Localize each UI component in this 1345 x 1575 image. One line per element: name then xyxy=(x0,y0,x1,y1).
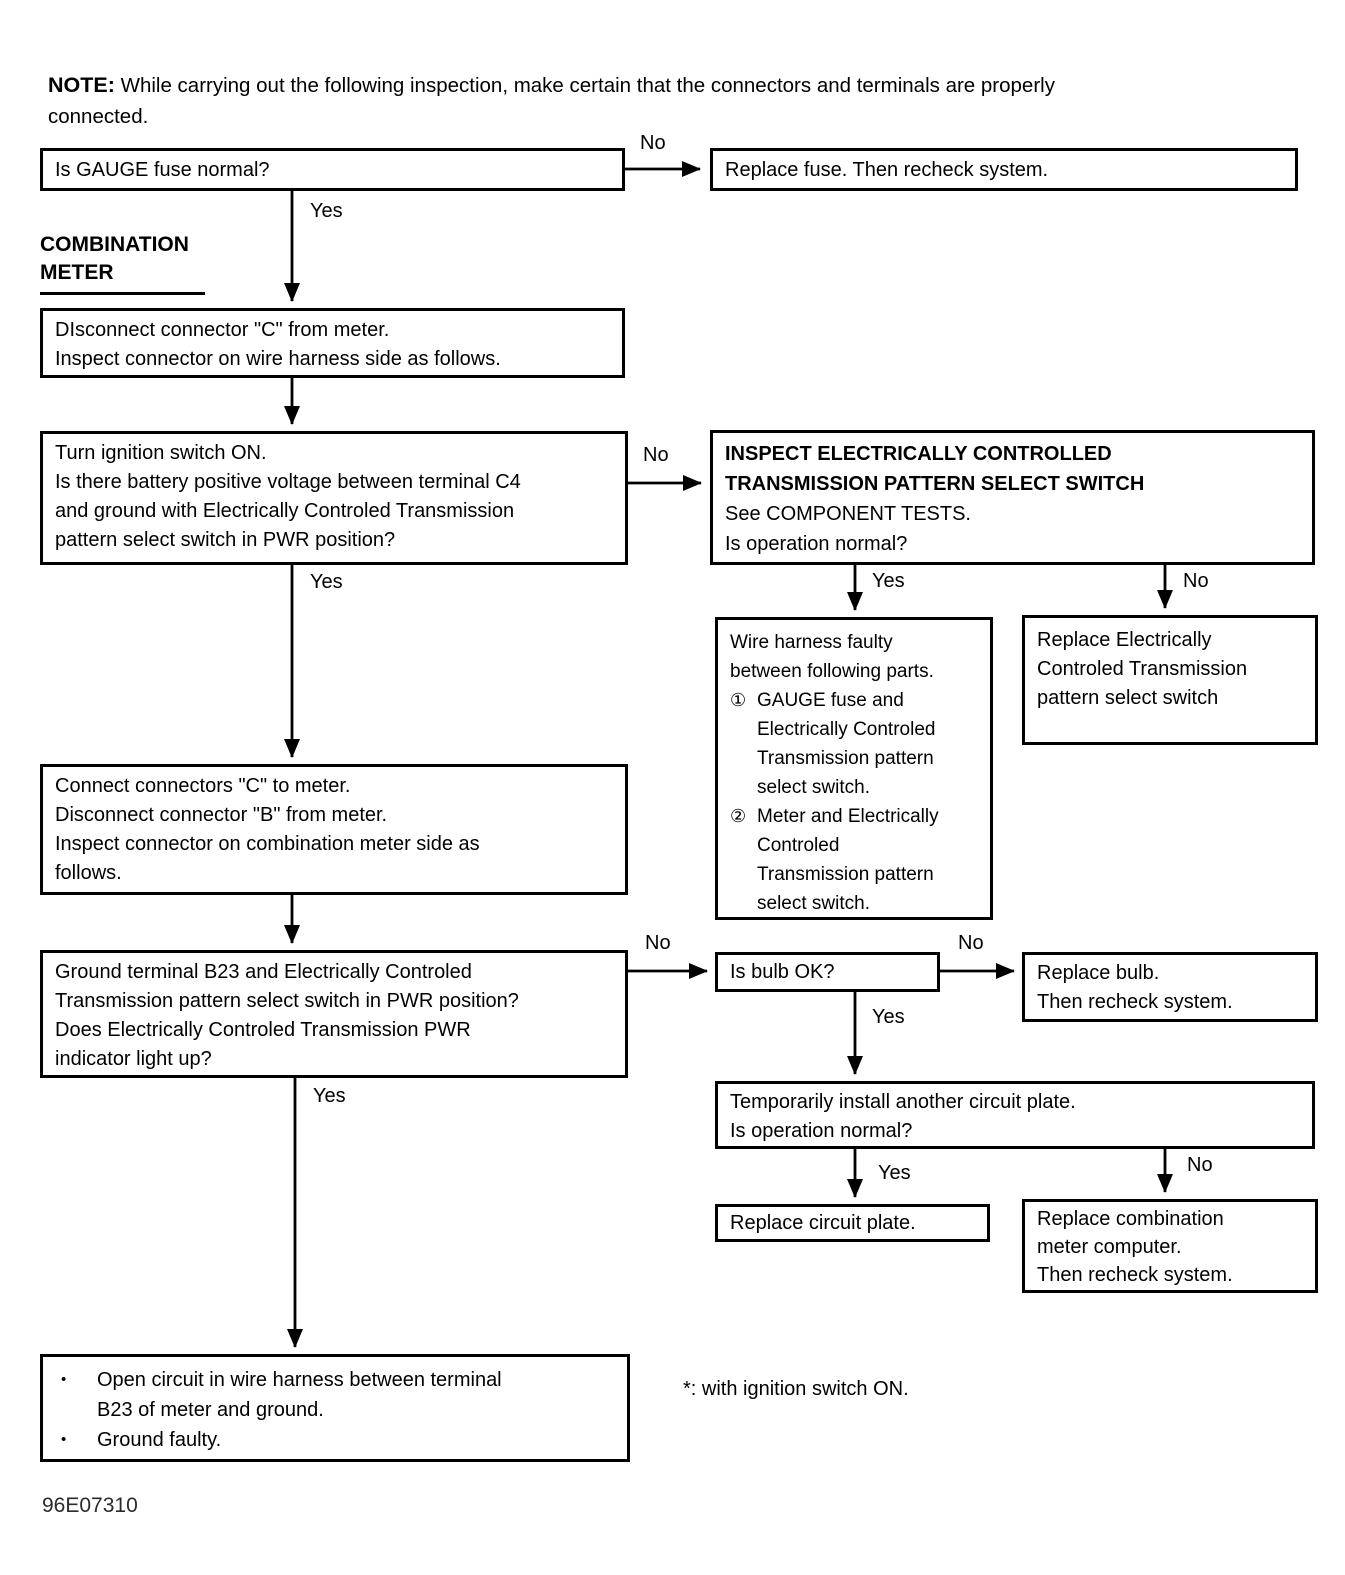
node-install-circuit-plate-question: Temporarily install another circuit plat… xyxy=(715,1081,1315,1149)
node-replace-ect-pattern-select-switch: Replace Electrically Controled Transmiss… xyxy=(1022,615,1318,745)
list-item: ① GAUGE fuse and Electrically Controled … xyxy=(730,686,978,802)
node-open-circuit-conclusion: • Open circuit in wire harness between t… xyxy=(40,1354,630,1462)
edge-label-no: No xyxy=(643,444,669,466)
node-text: Is GAUGE fuse normal? xyxy=(55,159,270,181)
node-text: Temporarily install another circuit plat… xyxy=(730,1091,1076,1142)
node-text: Ground terminal B23 and Electrically Con… xyxy=(55,961,519,1070)
edge-label-no: No xyxy=(640,132,666,154)
node-disconnect-connector-c: DIsconnect connector "C" from meter. Ins… xyxy=(40,308,625,378)
node-replace-combination-meter-computer: Replace combination meter computer. Then… xyxy=(1022,1199,1318,1293)
figure-id: 96E07310 xyxy=(42,1494,138,1517)
node-gauge-fuse-question: Is GAUGE fuse normal? xyxy=(40,148,625,191)
list-item: • Ground faulty. xyxy=(53,1425,617,1455)
edge-label-no: No xyxy=(1183,570,1209,592)
circled-number-1: ① xyxy=(730,690,747,710)
node-title: INSPECT ELECTRICALLY CONTROLLED TRANSMIS… xyxy=(725,443,1145,495)
bullet-icon: • xyxy=(61,1371,67,1388)
node-is-bulb-ok-question: Is bulb OK? xyxy=(715,952,940,992)
node-text: DIsconnect connector "C" from meter. Ins… xyxy=(55,319,501,370)
list-item: ② Meter and Electrically Controled Trans… xyxy=(730,802,978,918)
edge-label-yes: Yes xyxy=(310,200,343,222)
edge-label-yes: Yes xyxy=(313,1085,346,1107)
note-label: NOTE: xyxy=(48,73,115,97)
note-text: While carrying out the following inspect… xyxy=(48,74,1055,128)
node-replace-bulb: Replace bulb. Then recheck system. xyxy=(1022,952,1318,1022)
edge-label-yes: Yes xyxy=(872,1006,905,1028)
node-text: Replace combination meter computer. Then… xyxy=(1037,1208,1233,1286)
node-text: Replace bulb. Then recheck system. xyxy=(1037,962,1233,1013)
note-paragraph: NOTE: While carrying out the following i… xyxy=(48,70,1303,132)
edge-label-yes: Yes xyxy=(872,570,905,592)
node-replace-fuse: Replace fuse. Then recheck system. xyxy=(710,148,1298,191)
node-wire-harness-faulty: Wire harness faulty between following pa… xyxy=(715,617,993,920)
edge-label-yes: Yes xyxy=(878,1162,911,1184)
list-item: • Open circuit in wire harness between t… xyxy=(53,1365,617,1425)
asterisk-footnote: *: with ignition switch ON. xyxy=(683,1378,909,1400)
bullet-icon: • xyxy=(61,1431,67,1448)
node-replace-circuit-plate: Replace circuit plate. xyxy=(715,1204,990,1242)
node-ignition-voltage-question: Turn ignition switch ON. Is there batter… xyxy=(40,431,628,565)
node-text: Replace Electrically Controled Transmiss… xyxy=(1037,629,1248,709)
node-text: Is bulb OK? xyxy=(730,961,835,983)
node-intro: Wire harness faulty between following pa… xyxy=(730,632,934,682)
node-ground-terminal-b23-question: Ground terminal B23 and Electrically Con… xyxy=(40,950,628,1078)
edge-label-no: No xyxy=(645,932,671,954)
node-text: See COMPONENT TESTS. Is operation normal… xyxy=(725,503,971,555)
circled-number-2: ② xyxy=(730,806,747,826)
node-connect-connectors-c: Connect connectors "C" to meter. Disconn… xyxy=(40,764,628,895)
node-text: Turn ignition switch ON. Is there batter… xyxy=(55,442,521,551)
node-inspect-ect-pattern-select-switch: INSPECT ELECTRICALLY CONTROLLED TRANSMIS… xyxy=(710,430,1315,565)
node-text: Connect connectors "C" to meter. Disconn… xyxy=(55,775,480,884)
edge-label-yes: Yes xyxy=(310,571,343,593)
section-heading-combination-meter: COMBINATION METER xyxy=(40,231,205,295)
edge-label-no: No xyxy=(958,932,984,954)
node-text: Replace fuse. Then recheck system. xyxy=(725,159,1049,181)
node-text: Replace circuit plate. xyxy=(730,1212,916,1234)
edge-label-no: No xyxy=(1187,1154,1213,1176)
